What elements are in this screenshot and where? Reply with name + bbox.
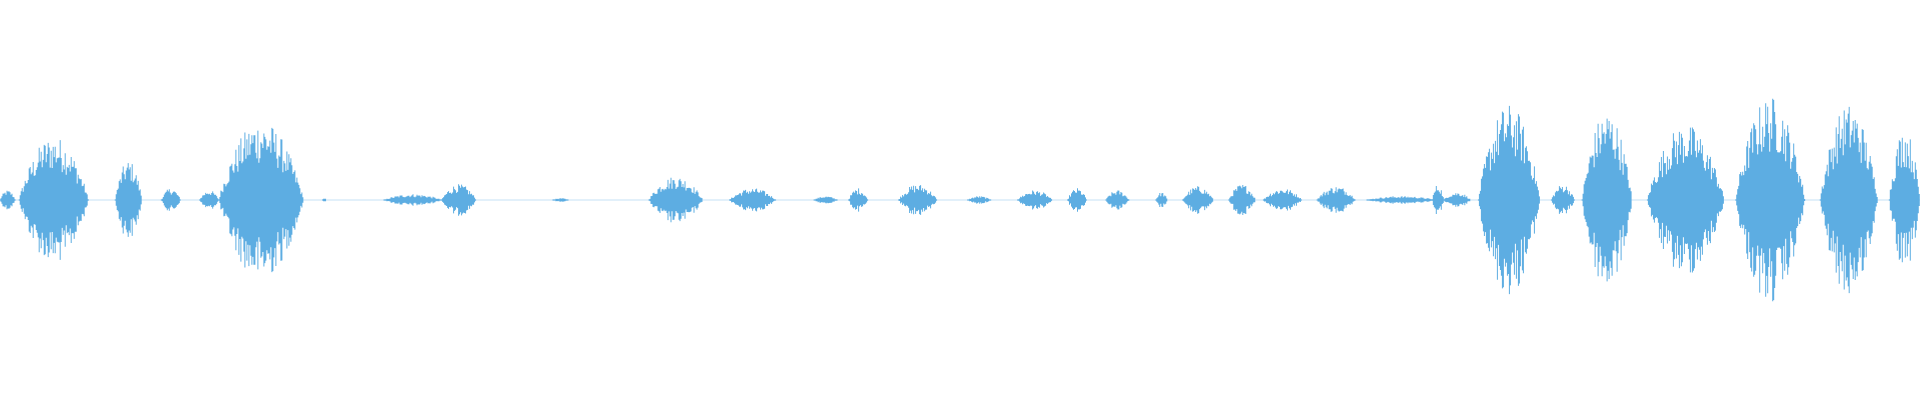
waveform-segment-0 bbox=[0, 190, 16, 210]
waveform-segment-21 bbox=[1228, 185, 1256, 215]
waveform-segment-30 bbox=[1646, 127, 1724, 273]
waveform-segment-4 bbox=[199, 191, 220, 209]
waveform-segment-27 bbox=[1477, 105, 1540, 295]
waveform-segment-24 bbox=[1366, 196, 1437, 204]
waveform-segment-5 bbox=[218, 127, 304, 273]
waveform-segment-6 bbox=[322, 198, 327, 202]
waveform-segment-26 bbox=[1443, 193, 1471, 207]
waveform-segment-22 bbox=[1262, 189, 1302, 211]
waveform-segment-32 bbox=[1819, 106, 1878, 294]
waveform-segment-20 bbox=[1182, 186, 1214, 214]
waveform-segment-13 bbox=[848, 188, 869, 212]
waveform-segment-29 bbox=[1581, 118, 1632, 282]
waveform-segment-8 bbox=[441, 184, 477, 216]
waveform-segment-9 bbox=[552, 198, 569, 202]
waveform-segment-14 bbox=[898, 185, 938, 215]
waveform-segment-7 bbox=[383, 194, 442, 206]
waveform-segment-25 bbox=[1431, 186, 1444, 214]
waveform-segment-11 bbox=[729, 188, 777, 212]
waveform-segment-28 bbox=[1550, 186, 1575, 214]
waveform-segment-15 bbox=[967, 196, 992, 204]
waveform-segment-2 bbox=[114, 163, 142, 237]
waveform-segment-10 bbox=[648, 177, 703, 223]
waveform-segment-33 bbox=[1888, 137, 1920, 263]
waveform-segment-12 bbox=[813, 196, 838, 204]
waveform-trace bbox=[0, 98, 1920, 302]
waveform-segment-16 bbox=[1017, 190, 1053, 210]
waveform-segment-17 bbox=[1067, 188, 1087, 212]
waveform-segment-23 bbox=[1316, 187, 1356, 213]
waveform-segment-1 bbox=[18, 140, 89, 260]
waveform-segment-19 bbox=[1155, 193, 1168, 207]
waveform-segment-31 bbox=[1735, 98, 1806, 302]
waveform-segment-18 bbox=[1105, 190, 1130, 210]
waveform-segment-3 bbox=[160, 189, 181, 211]
